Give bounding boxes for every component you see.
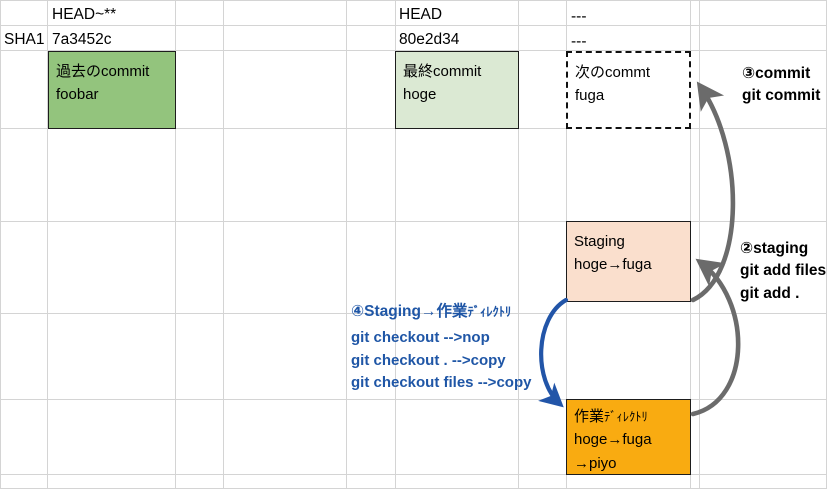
cell-head: HEAD bbox=[399, 6, 443, 23]
arrow-checkout bbox=[538, 297, 569, 408]
cell-head-tilde: HEAD~** bbox=[52, 6, 117, 23]
grid-hline bbox=[0, 50, 827, 51]
grid-hline bbox=[0, 25, 827, 26]
box-latest-commit-content: hoge bbox=[403, 86, 437, 104]
box-staging-title: Staging bbox=[574, 233, 625, 250]
annotation-checkout: ④Staging→作業ﾃﾞｨﾚｸﾄﾘ git checkout -->nop g… bbox=[351, 300, 531, 395]
annotation-checkout-line2: git checkout . -->copy bbox=[351, 351, 506, 369]
grid-vline bbox=[0, 0, 1, 489]
box-past-commit-title: 過去のcommit bbox=[56, 63, 150, 80]
box-working-directory-line2: hoge→fuga bbox=[574, 431, 652, 449]
grid-vline bbox=[518, 0, 519, 489]
box-working-directory-line3: →piyo bbox=[574, 454, 617, 472]
annotation-checkout-heading-a: ④Staging→作業 bbox=[351, 303, 468, 320]
box-working-directory[interactable]: 作業ﾃﾞｨﾚｸﾄﾘ hoge→fuga →piyo bbox=[566, 399, 691, 475]
annotation-checkout-line3: git checkout files -->copy bbox=[351, 374, 532, 392]
box-latest-commit-title: 最終commit bbox=[403, 63, 482, 80]
grid-hline bbox=[0, 313, 827, 314]
box-past-commit[interactable]: 過去のcommit foobar bbox=[48, 51, 176, 129]
grid-vline bbox=[223, 0, 224, 489]
annotation-staging-command1: git add files bbox=[740, 262, 827, 280]
grid-hline bbox=[0, 474, 827, 475]
cell-sha-old: 7a3452c bbox=[52, 31, 112, 48]
cell-dash-bottom: --- bbox=[571, 33, 587, 50]
box-working-directory-title-kana: ﾃﾞｨﾚｸﾄﾘ bbox=[604, 410, 648, 424]
box-next-commit-content: fuga bbox=[575, 87, 605, 105]
box-next-commit[interactable]: 次のcommt fuga bbox=[566, 51, 691, 129]
box-working-directory-title-kanji: 作業 bbox=[574, 408, 605, 425]
cell-dash-top: --- bbox=[571, 8, 587, 25]
annotation-checkout-heading: ④Staging→作業ﾃﾞｨﾚｸﾄﾘ bbox=[351, 300, 531, 323]
box-past-commit-content: foobar bbox=[56, 86, 99, 104]
grid-vline bbox=[47, 0, 48, 489]
annotation-staging-heading: ②staging bbox=[740, 240, 809, 257]
annotation-commit: ③commit git commit bbox=[742, 63, 820, 108]
box-next-commit-title: 次のcommt bbox=[575, 64, 651, 81]
box-latest-commit[interactable]: 最終commit hoge bbox=[395, 51, 519, 129]
annotation-staging-command2: git add . bbox=[740, 284, 800, 302]
box-working-directory-title: 作業ﾃﾞｨﾚｸﾄﾘ bbox=[574, 405, 690, 428]
grid-hline bbox=[0, 221, 827, 222]
grid-vline bbox=[346, 0, 347, 489]
annotation-staging: ②staging git add files git add . bbox=[740, 238, 826, 305]
cell-sha1-label: SHA1 bbox=[4, 31, 45, 48]
annotation-commit-command: git commit bbox=[742, 87, 821, 105]
grid-vline bbox=[395, 0, 396, 489]
grid-vline bbox=[699, 0, 700, 489]
grid-vline bbox=[175, 0, 176, 489]
arrow-staging bbox=[690, 258, 741, 417]
grid-hline bbox=[0, 0, 827, 1]
box-staging[interactable]: Staging hoge→fuga bbox=[566, 221, 691, 302]
annotation-checkout-line1: git checkout -->nop bbox=[351, 329, 490, 347]
box-staging-content: hoge→fuga bbox=[574, 256, 652, 274]
arrow-commit bbox=[690, 81, 736, 303]
grid-hline bbox=[0, 399, 827, 400]
annotation-commit-heading: ③commit bbox=[742, 65, 811, 82]
annotation-checkout-heading-b: ﾃﾞｨﾚｸﾄﾘ bbox=[467, 305, 512, 319]
cell-sha-latest: 80e2d34 bbox=[399, 31, 460, 48]
